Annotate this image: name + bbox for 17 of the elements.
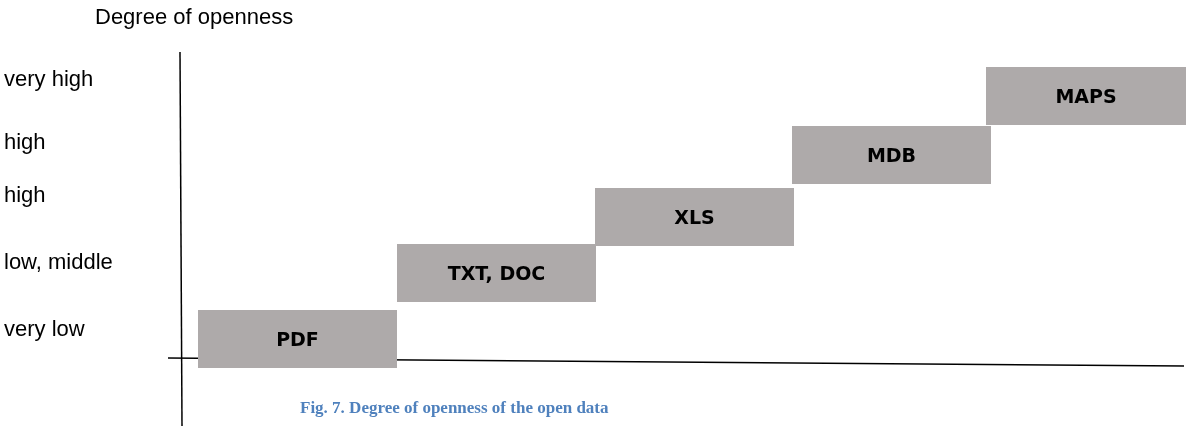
format-bar: [595, 188, 794, 246]
format-label: MAPS: [1055, 85, 1117, 107]
format-bar: [792, 126, 991, 184]
format-label: MDB: [866, 144, 917, 166]
level-label: low, middle: [4, 249, 113, 275]
level-label: high: [4, 129, 46, 155]
format-bar: [986, 67, 1186, 125]
figure-caption: Fig. 7. Degree of openness of the open data: [300, 398, 609, 418]
format-label: TXT, DOC: [447, 262, 546, 284]
format-label: XLS: [674, 206, 715, 228]
format-bar: [198, 310, 397, 368]
axis-title: Degree of openness: [95, 4, 294, 30]
level-label: very low: [4, 316, 85, 342]
level-label: very high: [4, 66, 94, 92]
format-bar: [397, 244, 596, 302]
level-label: high: [4, 182, 46, 208]
format-label: PDF: [276, 328, 319, 350]
